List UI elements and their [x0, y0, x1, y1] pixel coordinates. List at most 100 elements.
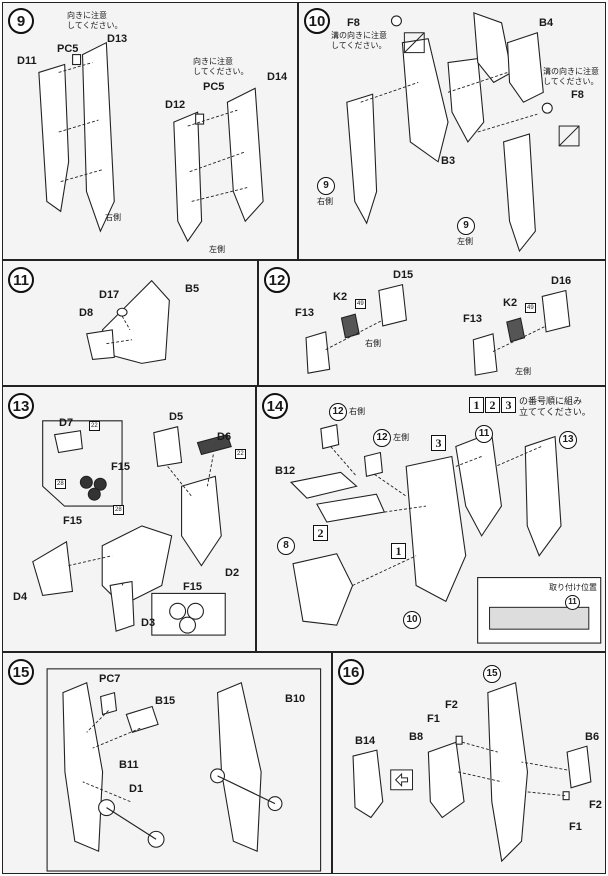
step-14-panel: 14 12 右側 12 左側 1 2 3 の番号順に組み 立ててください。 B1…: [256, 386, 606, 652]
side-caption-left: 左側: [515, 367, 531, 376]
orientation-note: 向きに注意 してください。: [67, 11, 123, 30]
order-marker-3: 3: [431, 435, 446, 451]
part-label-d6: D6: [217, 431, 232, 443]
step-13-panel: 13 D7 22 D5 D6 22 F15 28 28 F15 D2 D4 F1…: [2, 386, 256, 652]
side-caption-left: 左側: [457, 237, 473, 246]
runner-tag: 28: [113, 505, 124, 515]
step-12-panel: 12 D15 K2 49 F13 右側 D16 K2 49 F13 左側: [258, 260, 606, 386]
mounting-position-title: 取り付け位置: [549, 583, 597, 592]
step-11-illustration: [86, 279, 170, 364]
step-number: 14: [262, 393, 288, 419]
part-label-f8: F8: [571, 89, 584, 101]
step-number: 16: [338, 659, 364, 685]
part-label-b11: B11: [119, 759, 139, 771]
part-label-b10: B10: [285, 693, 306, 705]
step-ref-11: 11: [565, 595, 580, 610]
step-ref-10: 10: [403, 611, 421, 629]
part-label-d1: D1: [129, 783, 144, 795]
side-caption-right: 右側: [365, 339, 381, 348]
step-11-panel: 11 D17 D8 B5: [2, 260, 258, 386]
step-number: 9: [8, 8, 34, 34]
step-number: 12: [264, 267, 290, 293]
step-number: 13: [8, 393, 34, 419]
runner-tag: 22: [89, 421, 100, 431]
step-ref-13: 13: [559, 431, 577, 449]
runner-tag: 49: [525, 303, 536, 313]
side-caption-left: 左側: [393, 433, 409, 442]
part-label-f8: F8: [347, 17, 360, 29]
order-box-2: 2: [485, 397, 500, 413]
part-label-b4: B4: [539, 17, 554, 29]
part-label-d12: D12: [165, 99, 186, 111]
part-label-pc7: PC7: [99, 673, 121, 685]
part-label-d7: D7: [59, 417, 74, 429]
step-number: 10: [304, 8, 330, 34]
part-label-k2: K2: [333, 291, 348, 303]
part-label-f1: F1: [569, 821, 582, 833]
step-ref-12: 12: [373, 429, 391, 447]
part-label-b8: B8: [409, 731, 424, 743]
runner-tag: 49: [355, 299, 366, 309]
step-15-illustration: [46, 668, 322, 872]
runner-tag: 22: [235, 449, 246, 459]
orientation-note: 向きに注意 してください。: [193, 57, 249, 76]
part-label-d15: D15: [393, 269, 414, 281]
part-label-f15: F15: [111, 461, 130, 473]
step-13-illustration: [32, 420, 232, 636]
groove-orientation-note: 溝の向きに注意 してください。: [331, 31, 387, 50]
part-label-b14: B14: [355, 735, 376, 747]
part-label-f15: F15: [183, 581, 202, 593]
assembly-order-note: の番号順に組み 立ててください。: [519, 397, 591, 418]
step-ref-9: 9: [457, 217, 475, 235]
part-label-b15: B15: [155, 695, 176, 707]
part-label-d2: D2: [225, 567, 240, 579]
part-label-b12: B12: [275, 465, 296, 477]
order-box-1: 1: [469, 397, 484, 413]
part-label-f13: F13: [295, 307, 314, 319]
part-label-d11: D11: [17, 55, 37, 67]
step-10-panel: 10 F8 溝の向きに注意 してください。 B4 溝の向きに注意 してください。…: [298, 2, 606, 260]
step-ref-8: 8: [277, 537, 295, 555]
part-label-f15: F15: [63, 515, 82, 527]
groove-orientation-note: 溝の向きに注意 してください。: [543, 67, 599, 86]
part-label-d3: D3: [141, 617, 156, 629]
order-marker-2: 2: [313, 525, 328, 541]
part-label-d16: D16: [551, 275, 572, 287]
runner-tag: 28: [55, 479, 66, 489]
side-caption-right: 右側: [349, 407, 365, 416]
side-caption-right: 右側: [105, 213, 121, 222]
step-ref-15: 15: [483, 665, 501, 683]
step-14-illustration: [289, 424, 602, 644]
step-16-illustration: [352, 681, 592, 863]
part-label-d14: D14: [267, 71, 288, 83]
side-caption-left: 左側: [209, 245, 225, 254]
step-ref-12: 12: [329, 403, 347, 421]
step-12-illustration: [305, 283, 571, 376]
part-label-b3: B3: [441, 155, 456, 167]
part-label-f2: F2: [589, 799, 602, 811]
part-label-f13: F13: [463, 313, 482, 325]
step-16-panel: 16 15 F2 F1 B8 B6 B14 F2 F1: [332, 652, 606, 874]
order-box-3: 3: [501, 397, 516, 413]
part-label-f1: F1: [427, 713, 440, 725]
step-9-panel: 9 向きに注意 してください。 D11 PC5 D13 向きに注意 してください…: [2, 2, 298, 260]
step-ref-9: 9: [317, 177, 335, 195]
order-marker-1: 1: [391, 543, 406, 559]
part-label-f2: F2: [445, 699, 458, 711]
step-9-illustration: [38, 41, 264, 243]
part-label-d13: D13: [107, 33, 128, 45]
part-label-d8: D8: [79, 307, 94, 319]
part-label-d5: D5: [169, 411, 184, 423]
step-10-illustration: [346, 12, 580, 253]
part-label-d4: D4: [13, 591, 28, 603]
step-ref-11: 11: [475, 425, 493, 443]
step-15-panel: 15 PC7 B15 B10 B11 D1: [2, 652, 332, 874]
side-caption-right: 右側: [317, 197, 333, 206]
part-label-pc5: PC5: [57, 43, 79, 55]
part-label-b5: B5: [185, 283, 200, 295]
step-number: 11: [8, 267, 34, 293]
part-label-d17: D17: [99, 289, 120, 301]
part-label-pc5: PC5: [203, 81, 225, 93]
step-number: 15: [8, 659, 34, 685]
part-label-b6: B6: [585, 731, 600, 743]
